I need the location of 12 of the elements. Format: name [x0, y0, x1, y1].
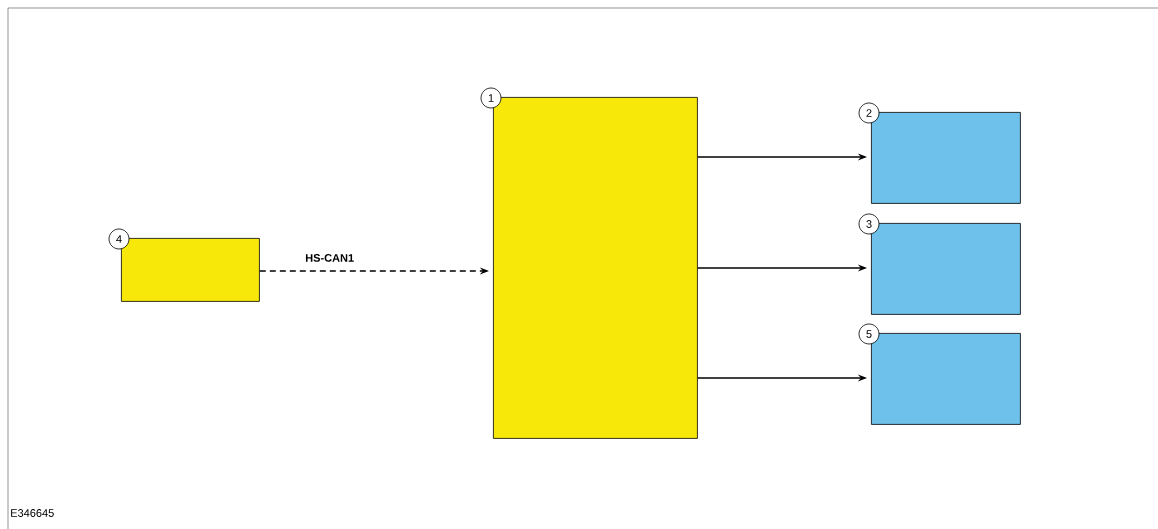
node-label: 1: [488, 94, 494, 102]
node-label: 3: [866, 220, 872, 228]
module-box: 1: [480, 87, 698, 439]
figure-code: E346645: [11, 509, 54, 517]
node-label: 2: [866, 109, 872, 117]
module-box: 4: [108, 228, 260, 302]
module-box: 5: [858, 323, 1021, 425]
module-box: 3: [858, 213, 1021, 315]
module-box: 2: [858, 102, 1021, 204]
node-label: 4: [116, 235, 122, 243]
edge-label: HS-CAN1: [304, 253, 356, 263]
node-label: 5: [866, 330, 872, 338]
